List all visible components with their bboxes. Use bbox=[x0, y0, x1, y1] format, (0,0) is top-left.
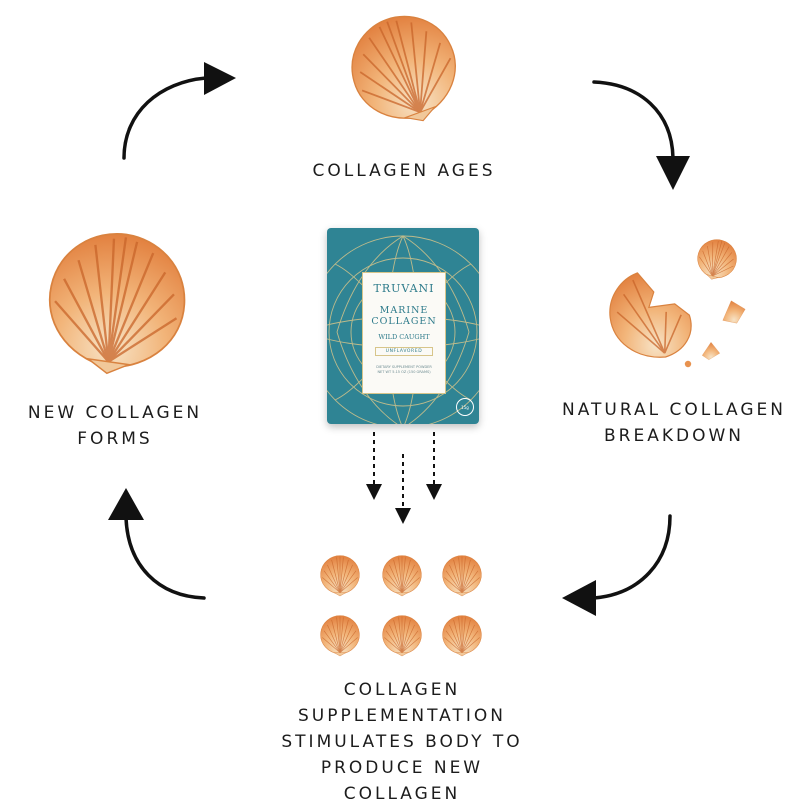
arrow-supplement-to-new bbox=[124, 516, 206, 600]
arrow-new-to-ages bbox=[122, 76, 208, 160]
arrow-ages-to-breakdown bbox=[592, 80, 675, 160]
arrowhead bbox=[562, 580, 596, 616]
product-name-line: COLLAGEN bbox=[371, 316, 437, 327]
product-flavor: UNFLAVORED bbox=[375, 347, 433, 356]
shell-crumb-icon bbox=[684, 360, 692, 368]
product-name: MARINE COLLAGEN bbox=[363, 305, 445, 327]
product-fine-print: DIETARY SUPPLEMENT POWDER NET WT 5.15 OZ… bbox=[376, 365, 432, 374]
step-label-new-collagen-forms: NEW COLLAGEN FORMS bbox=[27, 403, 203, 449]
product-name-line: MARINE bbox=[379, 305, 429, 316]
step-label-collagen-ages: COLLAGEN AGES bbox=[312, 161, 496, 181]
serving-badge: 15g bbox=[456, 398, 474, 416]
arrowhead bbox=[108, 488, 144, 520]
product-pouch: TRUVANI MARINE COLLAGEN WILD CAUGHT UNFL… bbox=[327, 228, 479, 424]
broken-shell-icon bbox=[609, 272, 692, 358]
brand-name: TRUVANI bbox=[373, 282, 435, 295]
arrowhead bbox=[204, 62, 236, 95]
arrow-breakdown-to-supplement bbox=[592, 514, 672, 600]
pouch-label-card: TRUVANI MARINE COLLAGEN WILD CAUGHT UNFL… bbox=[362, 272, 446, 394]
arrowhead bbox=[656, 156, 690, 190]
shell-fragment-icon bbox=[722, 300, 746, 324]
product-subtitle: WILD CAUGHT bbox=[378, 333, 430, 341]
step-label-natural-breakdown: NATURAL COLLAGEN BREAKDOWN bbox=[561, 400, 787, 446]
shell-fragment-icon bbox=[702, 342, 720, 360]
step-label-supplementation: COLLAGEN SUPPLEMENTATION STIMULATES BODY… bbox=[281, 680, 523, 804]
